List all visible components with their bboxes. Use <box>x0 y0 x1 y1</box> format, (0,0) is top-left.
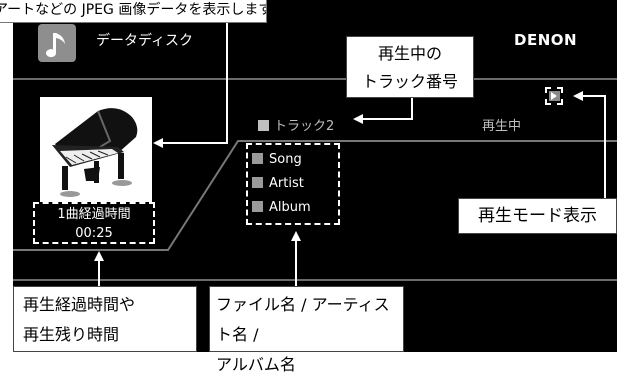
divider <box>13 279 617 281</box>
elapsed-time: 00:25 <box>75 226 113 241</box>
callout-elapsed: 再生経過時間や 再生残り時間 <box>13 286 197 352</box>
elapsed-time-box: 1曲経過時間 00:25 <box>33 202 155 244</box>
album-art <box>40 97 152 202</box>
play-mode-icon <box>545 87 563 105</box>
description-caption: アートなどの JPEG 画像データを表示します。 <box>0 0 267 23</box>
song-row: Song <box>252 149 338 173</box>
play-status: 再生中 <box>482 119 522 134</box>
decorative-lines <box>13 140 617 251</box>
artist-row: Artist <box>252 173 338 197</box>
callout-track-number: 再生中の トラック番号 <box>346 36 474 98</box>
music-note-icon <box>38 24 76 62</box>
album-disc-icon <box>252 201 263 212</box>
brand-logo: DENON <box>514 31 578 49</box>
music-note-icon <box>252 153 263 164</box>
track-icon <box>258 120 269 131</box>
album-row: Album <box>252 197 338 221</box>
leader-arrows <box>94 22 606 286</box>
track-name: トラック2 <box>258 115 334 134</box>
source-title: データディスク <box>96 33 194 49</box>
divider <box>13 78 617 80</box>
artist-icon <box>252 177 263 188</box>
metadata-box: Song Artist Album <box>246 143 340 225</box>
piano-image <box>40 97 152 202</box>
callout-play-mode: 再生モード表示 <box>458 198 617 234</box>
elapsed-label: 1曲経過時間 <box>57 207 131 222</box>
